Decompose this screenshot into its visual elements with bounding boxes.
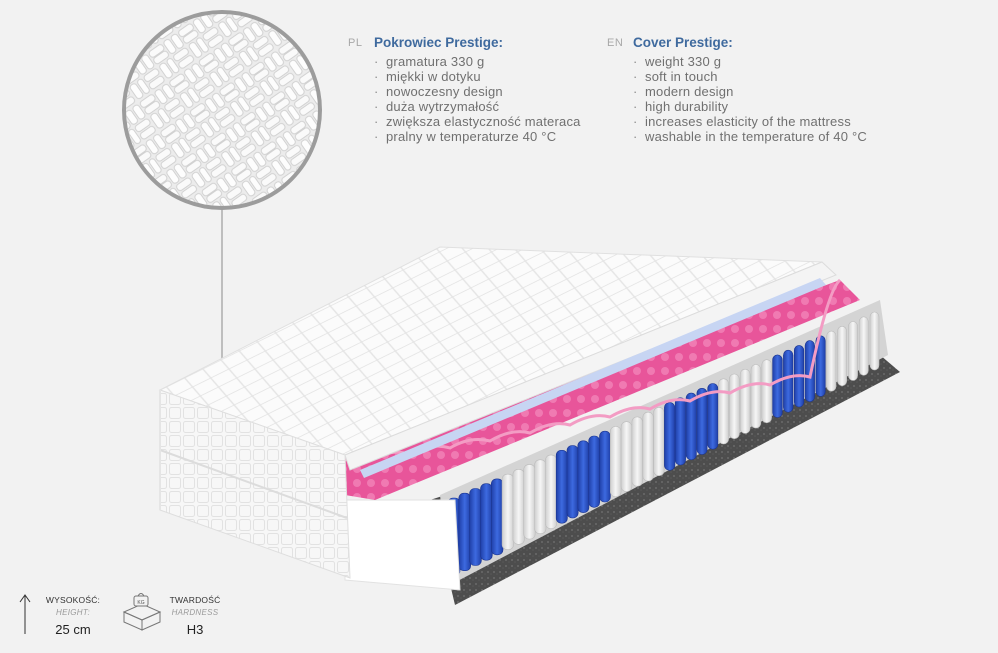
blue-spring — [469, 488, 482, 566]
blue-spring — [783, 349, 794, 413]
list-item: ·washable in the temperature of 40 °C — [633, 129, 867, 144]
list-item: ·increases elasticity of the mattress — [633, 114, 851, 129]
bullet-icon: · — [374, 114, 379, 129]
bullet-icon: · — [374, 54, 379, 69]
hardness-label-en: HARDNESS — [171, 608, 219, 617]
white-spring — [750, 364, 762, 429]
white-spring — [534, 459, 547, 534]
features-title: Pokrowiec Prestige: — [374, 35, 504, 50]
blue-spring — [599, 430, 611, 503]
list-item: ·weight 330 g — [633, 54, 722, 69]
pink-foam-layer — [345, 280, 860, 500]
list-item: ·pralny w temperaturze 40 °C — [374, 129, 557, 144]
white-spring — [523, 464, 536, 540]
feature-list: ·weight 330 g ·soft in touch ·modern des… — [633, 54, 867, 144]
cover-edge-strip — [344, 261, 837, 471]
language-code: EN — [607, 37, 624, 49]
felt-layer — [430, 355, 900, 605]
list-item: ·gramatura 330 g — [374, 54, 485, 69]
pocket-springs — [447, 311, 880, 577]
bullet-icon: · — [633, 84, 638, 99]
white-spring — [739, 368, 751, 434]
blue-spring — [772, 354, 783, 418]
bullet-icon: · — [633, 129, 638, 144]
blue-spring — [490, 478, 504, 556]
white-spring — [642, 411, 654, 482]
white-spring — [631, 416, 643, 487]
bullet-icon: · — [374, 84, 379, 99]
white-spring — [761, 359, 772, 424]
white-spring — [826, 330, 837, 392]
cover-zoom-circle — [122, 10, 322, 385]
white-spring — [620, 421, 633, 492]
feature-list: ·gramatura 330 g ·miękki w dotyku ·nowoc… — [374, 54, 581, 144]
blue-spring — [664, 402, 676, 471]
bullet-icon: · — [374, 69, 379, 84]
blue-spring — [588, 435, 601, 508]
bullet-icon: · — [633, 99, 638, 114]
bullet-icon: · — [633, 69, 638, 84]
blue-spring — [696, 387, 708, 455]
list-item: ·nowoczesny design — [374, 84, 503, 99]
blue-spring — [555, 449, 568, 524]
bullet-icon: · — [633, 54, 638, 69]
height-spec: WYSOKOŚĆ: HEIGHT: 25 cm — [40, 595, 106, 637]
height-label-en: HEIGHT: — [56, 608, 90, 617]
foam-base-side — [344, 499, 461, 591]
weight-box-icon: KG — [122, 593, 162, 631]
height-label: WYSOKOŚĆ: — [45, 595, 101, 605]
bullet-icon: · — [633, 114, 638, 129]
blue-spring — [674, 397, 686, 466]
hardness-label: TWARDOŚĆ — [169, 595, 221, 605]
blue-spring — [480, 483, 493, 561]
weight-icon-text: KG — [137, 600, 144, 606]
white-spring — [609, 426, 622, 498]
hardness-spec: TWARDOŚĆ HARDNESS H3 — [163, 595, 227, 637]
features-title: Cover Prestige: — [633, 35, 733, 50]
white-spring — [501, 473, 515, 550]
cover-blue-tape — [360, 278, 826, 478]
height-arrow-icon — [19, 594, 31, 634]
list-item: ·soft in touch — [633, 69, 718, 84]
bullet-icon: · — [374, 129, 379, 144]
white-spring — [512, 469, 525, 545]
white-spring — [728, 373, 740, 439]
list-item: ·zwiększa elastyczność materaca — [374, 114, 581, 129]
white-spring — [848, 321, 858, 381]
blue-spring — [566, 445, 579, 519]
list-item: ·high durability — [633, 99, 729, 114]
list-item: ·modern design — [633, 84, 734, 99]
white-spring — [545, 454, 558, 529]
list-item: ·duża wytrzymałość — [374, 99, 500, 114]
language-code: PL — [348, 37, 363, 49]
white-spring — [718, 378, 729, 445]
blue-spring — [458, 492, 471, 572]
blue-spring — [707, 383, 719, 450]
white-spring — [858, 316, 869, 376]
white-spring — [837, 325, 847, 387]
blue-spring — [577, 440, 590, 513]
white-spring — [869, 311, 880, 371]
height-value: 25 cm — [55, 622, 91, 637]
bullet-icon: · — [374, 99, 379, 114]
blue-spring — [685, 392, 697, 461]
list-item: ·miękki w dotyku — [374, 69, 481, 84]
hardness-value: H3 — [186, 622, 204, 637]
white-spring — [653, 407, 665, 476]
